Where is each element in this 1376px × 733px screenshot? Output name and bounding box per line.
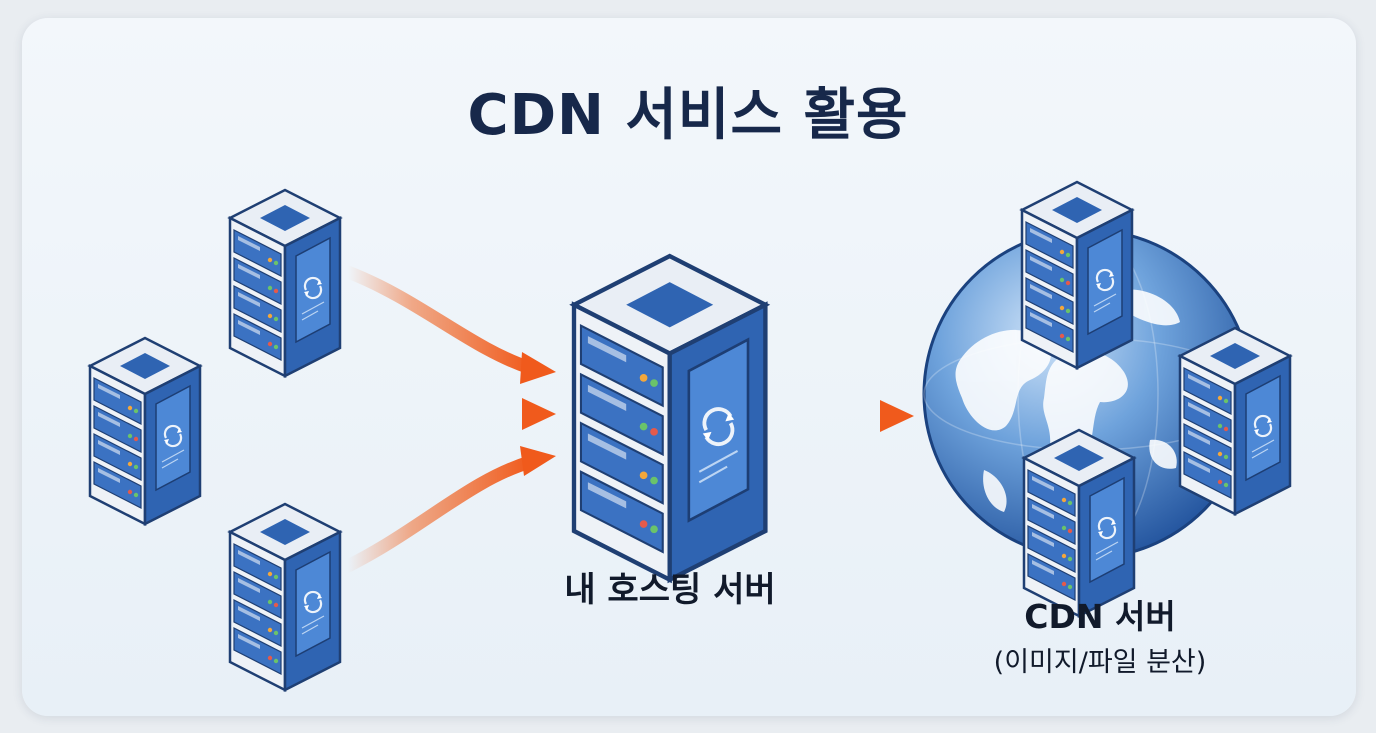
source-server-middle-icon — [88, 336, 202, 526]
arrow-head-icon — [522, 398, 556, 430]
host-server-label: 내 호스팅 서버 — [564, 570, 776, 610]
arrow-head-icon — [520, 352, 556, 384]
arrow-icon — [341, 455, 537, 573]
cdn-server-bottom-icon — [1022, 428, 1136, 618]
cdn-server-top-icon — [1020, 180, 1134, 370]
diagram-title: CDN 서비스 활용 — [467, 83, 909, 148]
arrow-head-icon — [520, 446, 556, 476]
cdn-server-description: (이미지/파일 분산) — [993, 647, 1207, 678]
source-server-top-icon — [228, 188, 342, 378]
cdn-server-right-icon — [1178, 326, 1292, 516]
arrow-icon — [341, 265, 537, 375]
arrow-head-icon — [880, 400, 914, 432]
cdn-server-label: CDN 서버 — [1024, 597, 1176, 636]
host-server-icon — [574, 256, 765, 580]
source-server-bottom-icon — [228, 502, 342, 692]
